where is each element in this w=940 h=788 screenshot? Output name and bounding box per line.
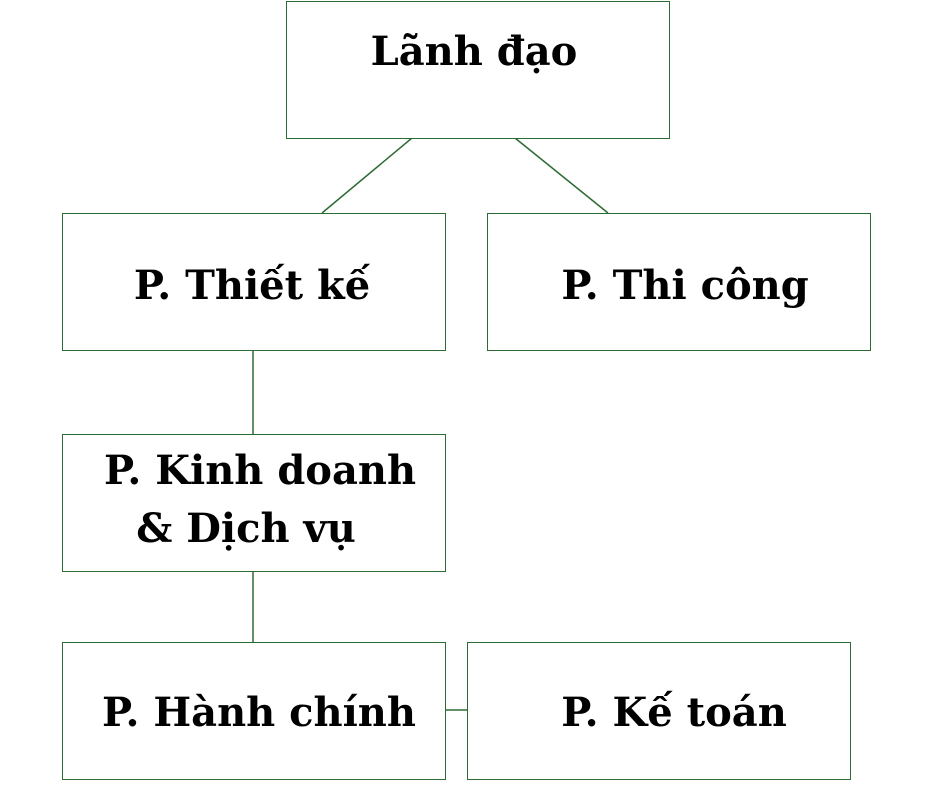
- node-construction-label: P. Thi công: [561, 262, 809, 309]
- node-accounting-label: P. Kế toán: [561, 689, 787, 736]
- node-business-label-line2: & Dịch vụ: [136, 505, 356, 552]
- node-leadership: Lãnh đạo: [286, 1, 670, 139]
- node-administration-label: P. Hành chính: [102, 689, 416, 736]
- node-accounting: P. Kế toán: [467, 642, 851, 780]
- node-business-label-line1: P. Kinh doanh: [103, 447, 417, 494]
- node-business-services: P. Kinh doanh & Dịch vụ: [62, 434, 446, 572]
- connector-leadership-construction: [514, 137, 609, 214]
- node-design: P. Thiết kế: [62, 213, 446, 351]
- node-design-label: P. Thiết kế: [133, 262, 371, 309]
- node-construction: P. Thi công: [487, 213, 871, 351]
- connector-leadership-design: [321, 137, 413, 214]
- node-leadership-label: Lãnh đạo: [370, 28, 578, 75]
- node-administration: P. Hành chính: [62, 642, 446, 780]
